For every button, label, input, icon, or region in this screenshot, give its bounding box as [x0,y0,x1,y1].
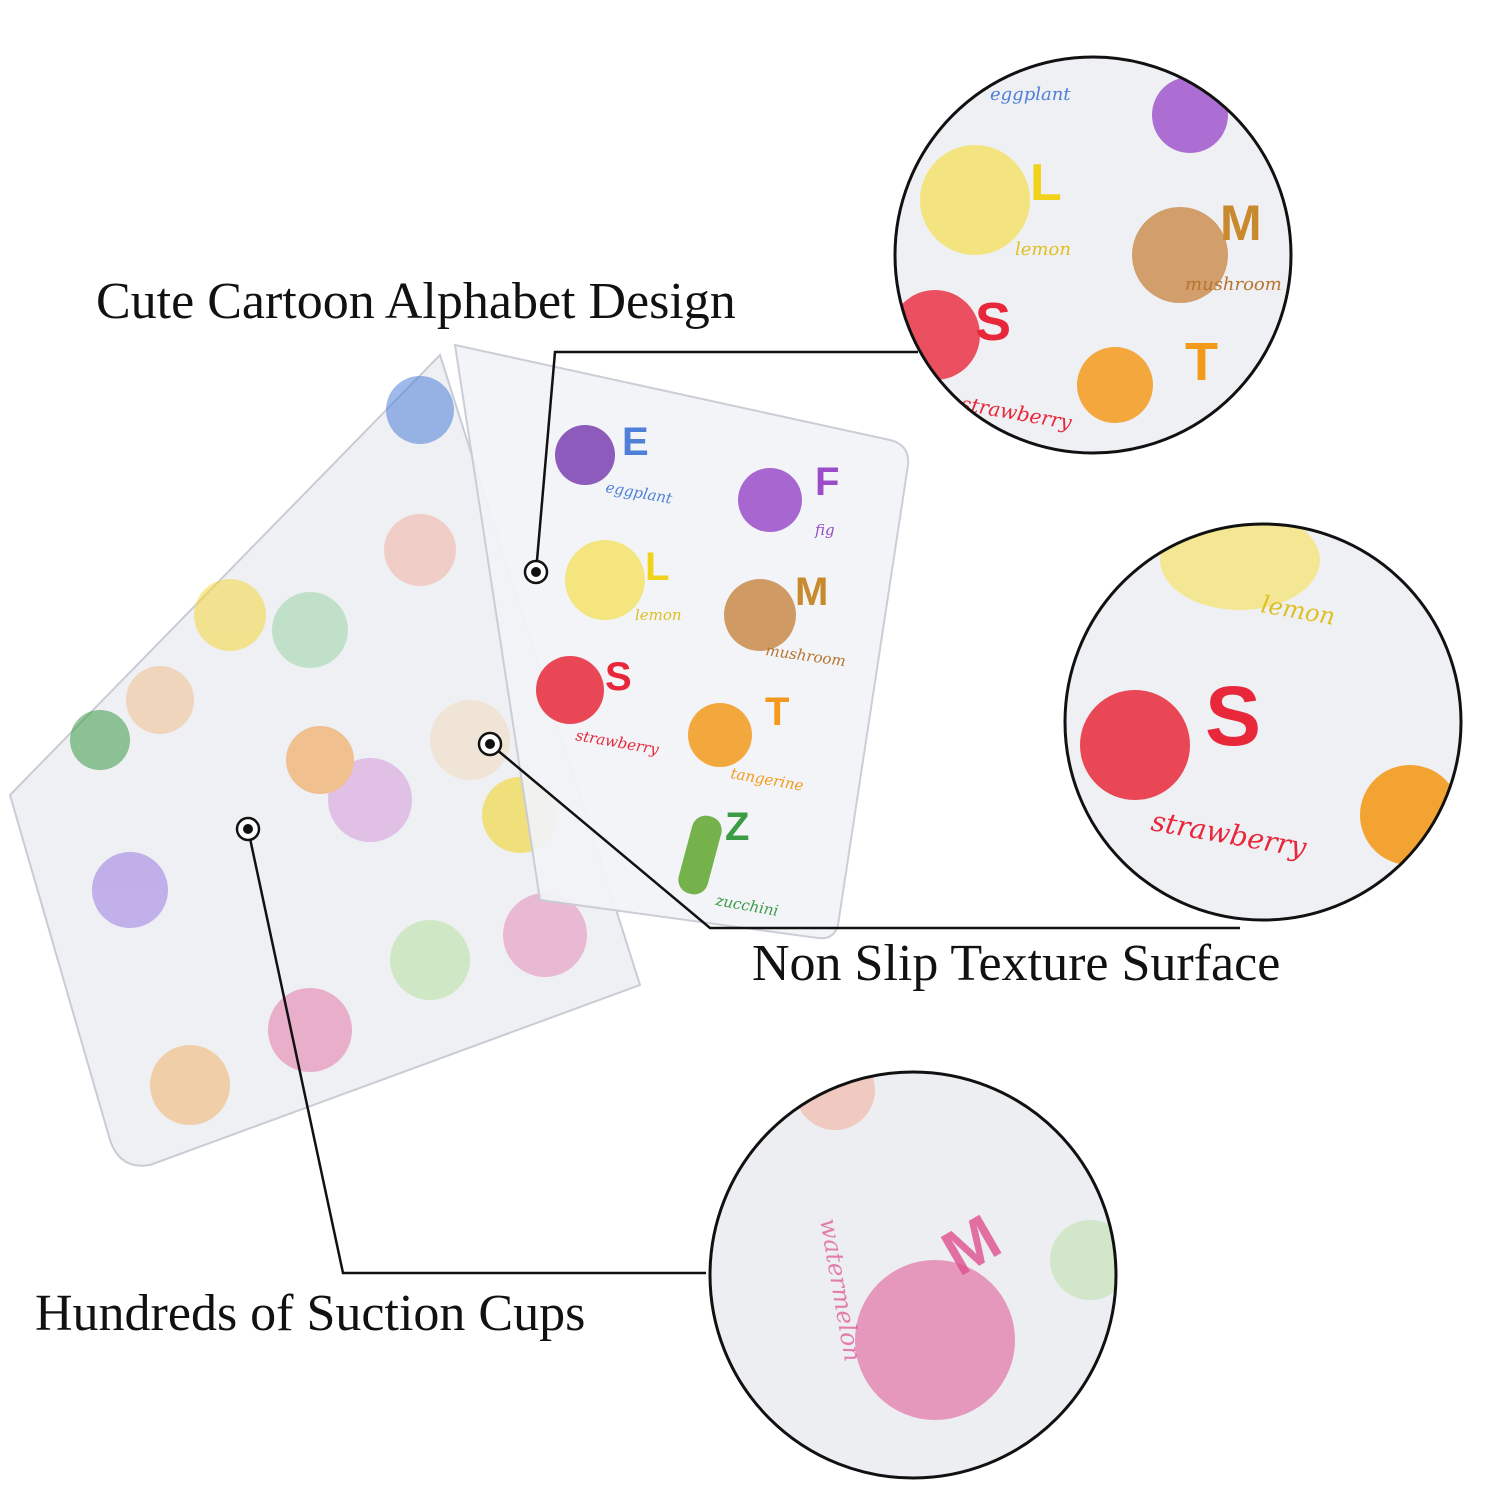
mat-letter-f: F [815,460,839,504]
mat-letter-m: M [795,570,828,614]
callout-suction: Hundreds of Suction Cups [35,1285,586,1342]
suction-zoom-circle: M watermelon [710,1072,1116,1478]
callout-design: Cute Cartoon Alphabet Design [96,273,736,330]
mat-letter-z: Z [725,805,749,849]
circle1-word-mushroom: mushroom [1185,274,1282,295]
circle1-letter-s: S [975,292,1011,352]
mat-letter-s: S [605,655,632,699]
texture-zoom-circle: S lemon strawberry [1065,524,1461,920]
mat-letter-l: L [645,545,669,589]
back-mat-cartoons [70,376,587,1125]
circle1-word-lemon: lemon [1015,239,1071,260]
circle1-word-eggplant: eggplant [990,84,1071,105]
circle1-letter-m: M [1220,195,1262,251]
mat-letter-e: E [622,420,649,464]
circle2-letter-s: S [1205,669,1261,763]
design-zoom-circle: L M S T eggplant lemon mushroom strawber… [895,57,1291,453]
mat-word-lemon: lemon [635,606,682,624]
mat-letter-t: T [765,690,789,734]
circle1-letter-t: T [1185,332,1218,392]
callout-texture: Non Slip Texture Surface [752,935,1281,992]
front-mat-cartoons [536,425,802,895]
callout-dots [235,559,549,842]
mat-word-fig: fig [814,521,835,539]
circle1-letter-l: L [1030,154,1062,212]
leader-lines [246,350,1240,1275]
